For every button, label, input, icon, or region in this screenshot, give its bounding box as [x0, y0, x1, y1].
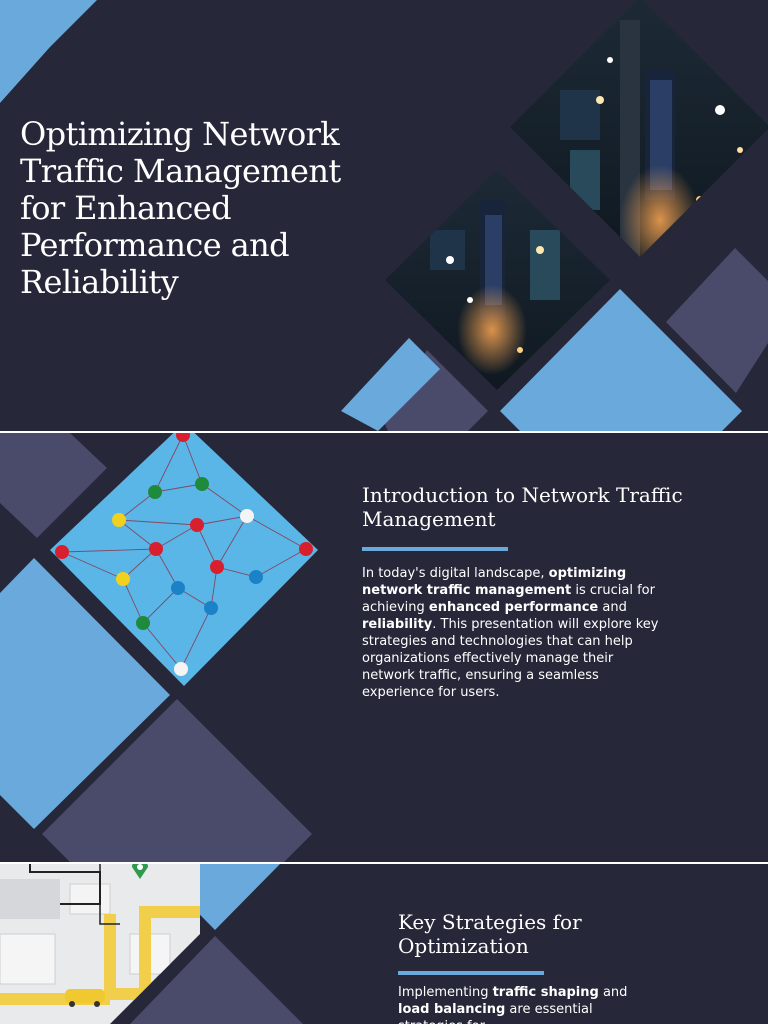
decor-diamond-blue-left — [0, 558, 170, 829]
section-heading: Introduction to Network Traffic Manageme… — [362, 483, 683, 531]
title-slide: Optimizing Network Traffic Management fo… — [0, 0, 768, 431]
heading-underline — [362, 547, 508, 551]
emphasis-text: load balancing — [398, 1002, 506, 1017]
decor-diamond-slate-right — [666, 248, 768, 393]
slide2-decor — [0, 433, 318, 862]
decor-diamond-blue-topleft — [0, 0, 97, 103]
body-text: . This presentation will explore key str… — [362, 617, 659, 700]
decor-diamond-slate-bottom — [130, 936, 303, 1024]
slide-divider — [0, 862, 768, 864]
emphasis-text: reliability — [362, 617, 433, 632]
emphasis-text: optimizing network traffic management — [362, 566, 627, 598]
slide-divider — [0, 431, 768, 433]
slide-title: Optimizing Network Traffic Management fo… — [20, 115, 341, 301]
slide3-decor — [0, 864, 303, 1024]
decor-diamond-blue-bottom-small — [341, 338, 440, 431]
body-text: Implementing — [398, 985, 493, 1000]
decor-diamond-slate-bottom — [42, 699, 312, 862]
map-navigation-illustration — [0, 864, 200, 1024]
emphasis-text: enhanced performance — [428, 600, 599, 615]
intro-slide: Introduction to Network Traffic Manageme… — [0, 433, 768, 862]
body-text: In today's digital landscape, — [362, 566, 549, 581]
body-text: and — [598, 600, 627, 615]
decor-diamond-blue-bottom-large — [500, 289, 742, 431]
body-text: and — [598, 985, 628, 1000]
decor-diamond-slate-left-top — [0, 433, 107, 538]
slide1-decor — [0, 0, 768, 431]
heading-underline — [398, 971, 544, 975]
body-text: is crucial for achieving — [362, 583, 655, 615]
emphasis-text: traffic shaping — [492, 985, 599, 1000]
strategies-paragraph: Implementing traffic shaping and load ba… — [398, 984, 660, 1024]
section-heading: Key Strategies for Optimization — [398, 910, 582, 958]
intro-paragraph: In today's digital landscape, optimizing… — [362, 565, 662, 701]
strategies-slide: Key Strategies for Optimization Implemen… — [0, 864, 768, 1024]
decor-diamond-slate-bottom — [383, 350, 488, 431]
body-text: are essential strategies for — [398, 1002, 593, 1024]
